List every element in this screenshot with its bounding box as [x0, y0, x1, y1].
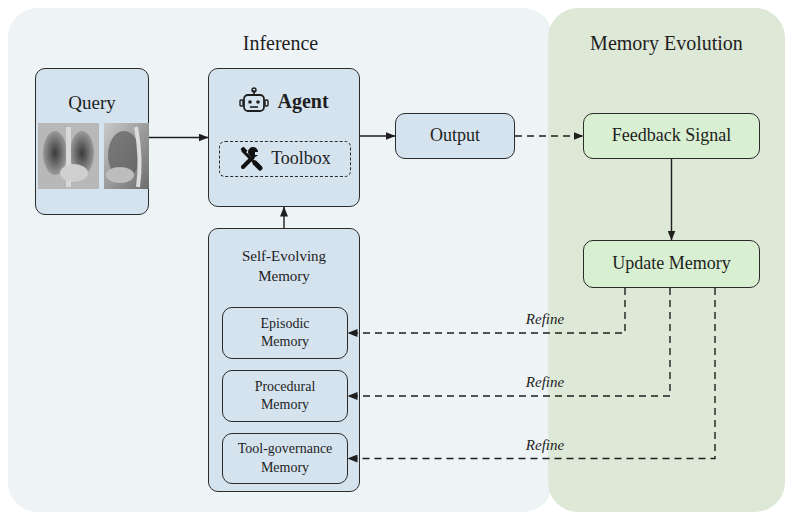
edge-label: Refine [526, 311, 564, 328]
memory-container: Self-Evolving MemoryEpisodic MemoryProce… [208, 228, 360, 492]
panel-title: Inference [243, 30, 319, 56]
text-row: Output [430, 124, 480, 147]
dashed-arrow [515, 135, 583, 136]
node-content: Episodic Memory [223, 308, 347, 358]
box-label: Episodic Memory [245, 315, 325, 351]
box-label: Toolbox [271, 147, 331, 170]
node-content: Feedback Signal [584, 114, 759, 158]
memory-evolution-panel: Memory EvolutionFeedback SignalUpdate Me… [548, 8, 785, 512]
text-row: Self-Evolving Memory [229, 247, 339, 286]
node-content: Update Memory [584, 241, 759, 287]
output-box: Output [395, 113, 515, 159]
update-box: Update Memory [583, 240, 760, 288]
panel-title: Memory Evolution [590, 30, 743, 56]
dashed-arrow [348, 288, 715, 459]
edge-label: Refine [526, 437, 564, 454]
arrow [671, 159, 672, 240]
text-row: Query [68, 91, 115, 116]
text-row: Update Memory [612, 252, 730, 275]
box-label: Tool-governance Memory [229, 440, 341, 476]
text-row: Inference [243, 30, 319, 56]
text-row: Tool-governance Memory [229, 440, 341, 476]
text-row: Procedural Memory [238, 378, 333, 414]
arrow [283, 207, 284, 228]
node-content: Query [36, 69, 148, 214]
dashed-arrow [348, 288, 625, 333]
node-content: Output [396, 114, 514, 158]
toolbox-box: Toolbox [219, 141, 351, 177]
box-label: Output [430, 124, 480, 147]
text-row: Agent [239, 87, 328, 115]
agent-box: AgentToolbox [208, 68, 360, 207]
robot-icon [239, 87, 269, 115]
box-label: Procedural Memory [238, 378, 333, 414]
feedback-box: Feedback Signal [583, 113, 760, 159]
text-row: Memory Evolution [590, 30, 743, 56]
memory-box: Episodic Memory [222, 307, 348, 359]
tools-icon [239, 147, 263, 171]
dashed-arrow [348, 288, 670, 396]
inference-panel: InferenceQuery AgentToolbox OutputSelf-Evo… [8, 8, 553, 512]
box-label: Self-Evolving Memory [229, 247, 339, 286]
memory-box: Procedural Memory [222, 370, 348, 422]
node-content: Toolbox [220, 142, 350, 176]
box-label: Query [68, 91, 115, 116]
edge-label: Refine [526, 374, 564, 391]
query-box: Query [35, 68, 149, 215]
arrow [149, 137, 208, 138]
box-label: Update Memory [612, 252, 730, 275]
node-content: Agent [209, 69, 359, 206]
text-row: Feedback Signal [612, 124, 731, 147]
memory-box: Tool-governance Memory [222, 433, 348, 484]
xray-images [36, 69, 150, 216]
box-label: Feedback Signal [612, 124, 731, 147]
text-row: Episodic Memory [245, 315, 325, 351]
box-label: Agent [277, 88, 328, 114]
node-content: Procedural Memory [223, 371, 347, 421]
arrow [360, 135, 395, 136]
node-content: Tool-governance Memory [223, 434, 347, 483]
text-row: Toolbox [239, 147, 331, 171]
